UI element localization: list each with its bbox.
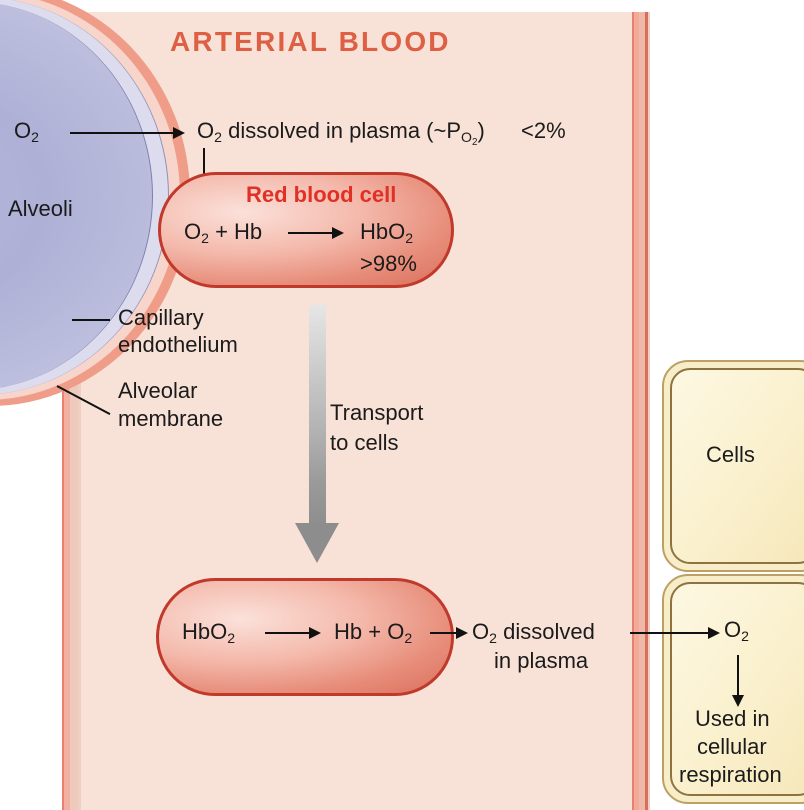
rbc-release-product: Hb + O2 bbox=[334, 619, 413, 646]
oxygen-into-cell-arrow bbox=[630, 627, 720, 639]
capillary-wall-right bbox=[632, 12, 650, 810]
oxygen-out-of-rbc-arrow bbox=[430, 627, 468, 639]
oxygen-diffusion-arrow bbox=[70, 127, 185, 139]
transport-to-cells-arrow bbox=[295, 305, 339, 563]
plasma-oxygen-bottom-line1: O2 dissolved bbox=[472, 619, 595, 646]
cellular-respiration-line1: Used in bbox=[695, 706, 770, 731]
rbc-binding-percentage: >98% bbox=[360, 251, 417, 276]
capillary-endothelium-leader-line bbox=[72, 319, 110, 321]
cell-oxygen-label: O2 bbox=[724, 617, 749, 644]
page-title: ARTERIAL BLOOD bbox=[170, 26, 451, 57]
transport-label-line1: Transport bbox=[330, 400, 424, 425]
transport-label-line2: to cells bbox=[330, 430, 399, 455]
rbc-release-reactant: HbO2 bbox=[182, 619, 236, 646]
alveoli-label: Alveoli bbox=[8, 196, 73, 221]
capillary-wall-left-inner bbox=[78, 12, 81, 810]
alveolar-oxygen-label: O2 bbox=[14, 118, 39, 145]
plasma-oxygen-top-label: O2 dissolved in plasma (~PO2) bbox=[197, 118, 485, 148]
rbc-binding-product: HbO2 bbox=[360, 219, 414, 246]
cell-box-upper bbox=[662, 360, 804, 572]
plasma-oxygen-percentage: <2% bbox=[521, 118, 566, 143]
capillary-endothelium-label-line1: Capillary bbox=[118, 305, 204, 330]
capillary-endothelium-label-line2: endothelium bbox=[118, 332, 238, 357]
red-blood-cell-lower bbox=[156, 578, 454, 696]
rbc-release-reaction-arrow bbox=[265, 627, 321, 639]
cell-oxygen-usage-arrow bbox=[732, 655, 744, 707]
alveolar-membrane-label-line2: membrane bbox=[118, 406, 224, 431]
red-blood-cell-heading: Red blood cell bbox=[246, 182, 397, 207]
alveolus-shape bbox=[0, 0, 190, 406]
transport-arrow-head bbox=[295, 523, 339, 563]
rbc-binding-reaction-arrow bbox=[288, 227, 344, 239]
transport-arrow-shaft bbox=[309, 305, 326, 527]
cellular-respiration-line3: respiration bbox=[679, 762, 782, 787]
cells-label: Cells bbox=[706, 442, 755, 467]
plasma-oxygen-bottom-line2: in plasma bbox=[494, 648, 589, 673]
red-blood-cell-upper bbox=[158, 172, 454, 288]
cell-box-upper-inner bbox=[670, 368, 804, 564]
alveolar-membrane-label-line1: Alveolar bbox=[118, 378, 198, 403]
rbc-binding-reactants: O2 + Hb bbox=[184, 219, 263, 246]
cellular-respiration-line2: cellular bbox=[697, 734, 767, 759]
